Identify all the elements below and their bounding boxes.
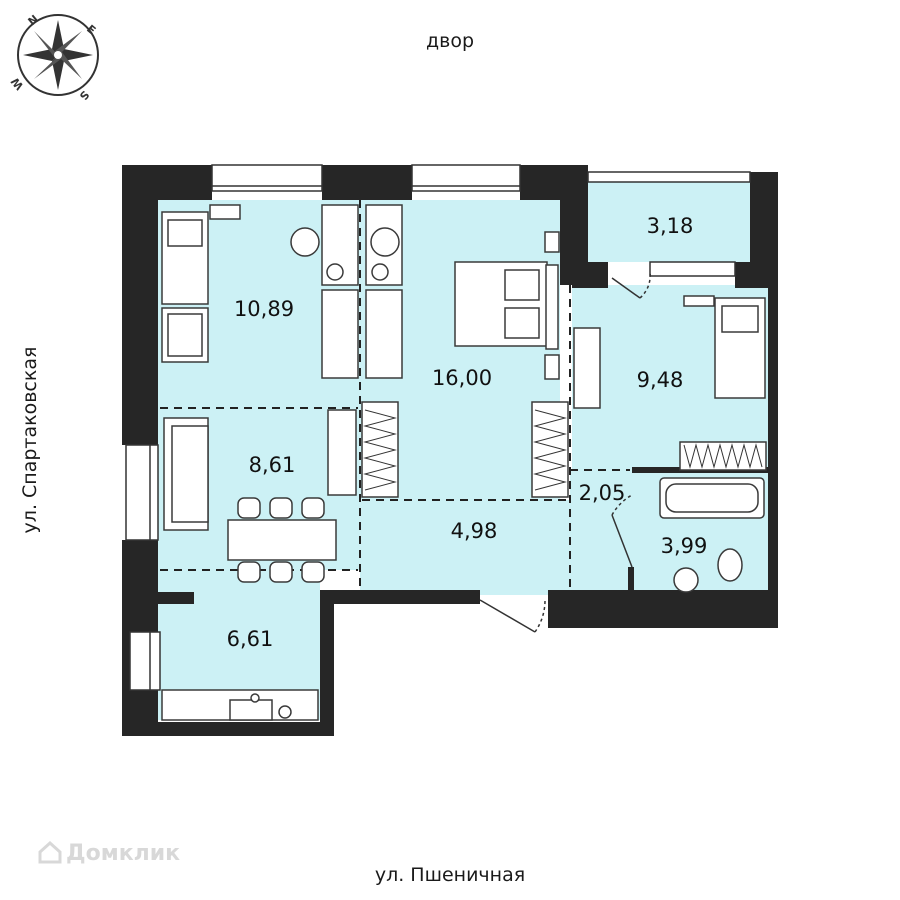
watermark-text: Домклик [66,841,181,866]
area-bedroom-right: 9,48 [636,368,684,392]
area-living-room: 8,61 [248,453,296,477]
room-balcony [588,182,750,262]
walls [122,165,778,736]
area-corridor: 2,05 [578,481,626,505]
compass-letter-n: N [26,12,41,28]
area-balcony: 3,18 [646,214,694,238]
compass-letter-w: W [9,75,27,93]
chair-left [290,227,320,257]
area-bedroom-center: 16,00 [431,366,493,390]
street-label-left: ул. Спартаковская [19,346,41,534]
sink [673,567,699,593]
room-corridor [570,470,632,595]
area-bedroom-left: 10,89 [233,297,295,321]
street-label-top: двор [425,30,475,52]
dining-table [227,519,337,561]
area-bathroom: 3,99 [660,534,708,558]
room-hallway [360,500,570,595]
area-hallway: 4,98 [450,519,498,543]
windows [125,164,751,691]
doors [479,271,651,633]
wardrobe-hatching [363,409,763,491]
street-label-bottom: ул. Пшеничная [374,864,526,886]
toilet [717,548,743,582]
chair-center [370,227,400,257]
furniture [161,204,767,721]
compass-icon: N E S W [9,12,99,103]
watermark: Домклик [38,840,180,866]
home-icon [38,840,62,864]
area-kitchen: 6,61 [226,627,274,651]
